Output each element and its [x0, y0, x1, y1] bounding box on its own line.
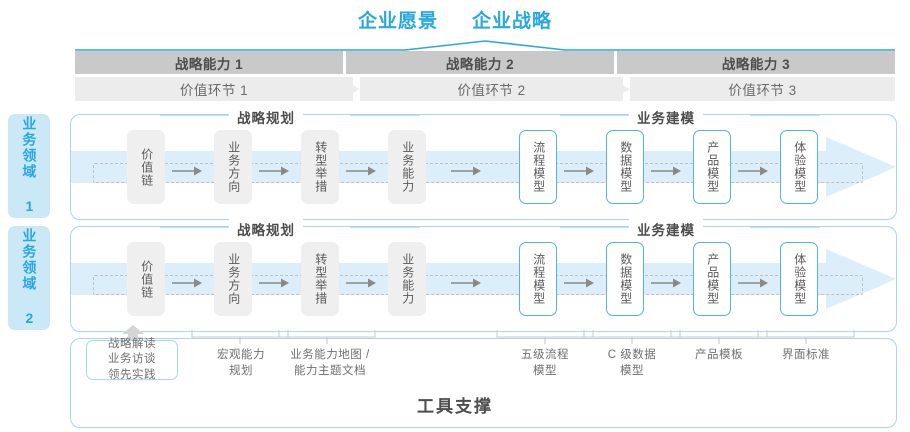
flow-arrow-1-4-icon	[451, 166, 481, 176]
value-segment-2: 价值环节 2	[360, 77, 623, 101]
node-product-model-2[interactable]: 产品模型	[693, 242, 731, 316]
node-process-model-1[interactable]: 流程模型	[519, 130, 557, 204]
node-business-direction-2[interactable]: 业务方向	[214, 242, 252, 316]
value-segment-1: 价值环节 1	[75, 77, 353, 101]
tool-label-ui-standard: 界面标准	[782, 349, 830, 361]
tools-support-container	[70, 338, 897, 428]
chevron-divider-1-icon	[338, 77, 360, 101]
domain-row-1: 价值链 业务方向 转型举措 业务能力 流程模型 数据模型 产品模型 体验模型	[70, 114, 897, 220]
section-rule-planning-2	[160, 226, 420, 228]
domain-row-2-inner: 价值链 业务方向 转型举措 业务能力 流程模型 数据模型 产品模型 体验模型	[71, 227, 896, 331]
tools-support-title: 工具支撑	[417, 397, 493, 416]
domain-row-2: 价值链 业务方向 转型举措 业务能力 流程模型 数据模型 产品模型 体验模型	[70, 226, 897, 332]
domain-tab-1-label: 业务领域 1	[21, 116, 38, 216]
flow-arrow-1-1-icon	[172, 166, 202, 176]
flow-arrow-1-6-icon	[651, 166, 681, 176]
section-title-planning-2: 战略规划	[229, 219, 303, 239]
flow-arrow-1-2-icon	[259, 166, 289, 176]
tool-up-arrow-icon	[122, 325, 144, 343]
peak-connector-line	[75, 40, 895, 51]
tool-bracket-2	[278, 330, 376, 344]
node-transformation-2[interactable]: 转型举措	[301, 242, 339, 316]
section-rule-modeling-1	[560, 114, 820, 116]
flow-arrow-2-4-icon	[451, 278, 481, 288]
section-title-modeling-2: 业务建模	[629, 219, 703, 239]
node-experience-model-2[interactable]: 体验模型	[780, 242, 818, 316]
node-product-model-1[interactable]: 产品模型	[693, 130, 731, 204]
flow-arrow-2-3-icon	[346, 278, 376, 288]
node-data-model-2[interactable]: 数据模型	[606, 242, 644, 316]
tool-bracket-5	[670, 330, 768, 344]
node-data-model-1[interactable]: 数据模型	[606, 130, 644, 204]
tool-bracket-1	[191, 330, 289, 344]
node-value-chain-2[interactable]: 价值链	[127, 242, 165, 316]
node-value-chain-1[interactable]: 价值链	[127, 130, 165, 204]
capability-bar-1: 战略能力 1	[75, 51, 343, 74]
node-transformation-1[interactable]: 转型举措	[301, 130, 339, 204]
node-experience-model-1[interactable]: 体验模型	[780, 130, 818, 204]
enterprise-vision-title: 企业愿景	[357, 11, 438, 32]
capability-bar-row: 战略能力 1 战略能力 2 战略能力 3	[75, 51, 895, 74]
section-title-modeling-1: 业务建模	[629, 107, 703, 127]
capability-bar-2: 战略能力 2	[346, 51, 614, 74]
flow-arrow-2-2-icon	[259, 278, 289, 288]
flow-arrow-2-1-icon	[172, 278, 202, 288]
tool-label-capability-map: 业务能力地图 /能力主题文档	[290, 349, 370, 377]
section-rule-planning-1	[160, 114, 420, 116]
tool-bracket-4	[583, 330, 681, 344]
flow-arrow-1-7-icon	[738, 166, 768, 176]
tool-chip-strategy-interpretation[interactable]: 战略解读业务访谈领先实践	[86, 338, 178, 381]
domain-row-1-inner: 价值链 业务方向 转型举措 业务能力 流程模型 数据模型 产品模型 体验模型	[71, 115, 896, 219]
node-business-direction-1[interactable]: 业务方向	[214, 130, 252, 204]
domain-tab-2[interactable]: 业务领域 2	[8, 226, 50, 330]
flow-track-1	[93, 163, 863, 183]
tool-bracket-6	[757, 330, 855, 344]
section-rule-modeling-2	[560, 226, 820, 228]
flow-arrow-1-5-icon	[564, 166, 594, 176]
tool-label-c-level-data: C 级数据模型	[607, 349, 657, 377]
flow-arrow-2-7-icon	[738, 278, 768, 288]
tool-bracket-3	[496, 330, 594, 344]
section-title-planning-1: 战略规划	[229, 107, 303, 127]
flow-arrow-2-6-icon	[651, 278, 681, 288]
node-business-capability-2[interactable]: 业务能力	[388, 242, 426, 316]
node-business-capability-1[interactable]: 业务能力	[388, 130, 426, 204]
enterprise-strategy-title: 企业战略	[472, 11, 553, 32]
capability-bar-3: 战略能力 3	[617, 51, 895, 74]
domain-tab-2-label: 业务领域 2	[21, 228, 38, 328]
tool-label-five-level-process: 五级流程模型	[521, 349, 569, 377]
tool-label-product-template: 产品模板	[695, 349, 743, 361]
flow-arrow-1-3-icon	[346, 166, 376, 176]
value-segment-3: 价值环节 3	[630, 77, 895, 101]
header-titles: 企业愿景 企业战略	[0, 6, 910, 33]
value-segment-row: 价值环节 1 价值环节 2 价值环节 3	[75, 77, 895, 101]
flow-track-2	[93, 275, 863, 295]
chevron-divider-2-icon	[608, 77, 630, 101]
node-process-model-2[interactable]: 流程模型	[519, 242, 557, 316]
flow-arrow-2-5-icon	[564, 278, 594, 288]
domain-tab-1[interactable]: 业务领域 1	[8, 114, 50, 218]
tool-label-macro-capability: 宏观能力规划	[217, 349, 265, 377]
